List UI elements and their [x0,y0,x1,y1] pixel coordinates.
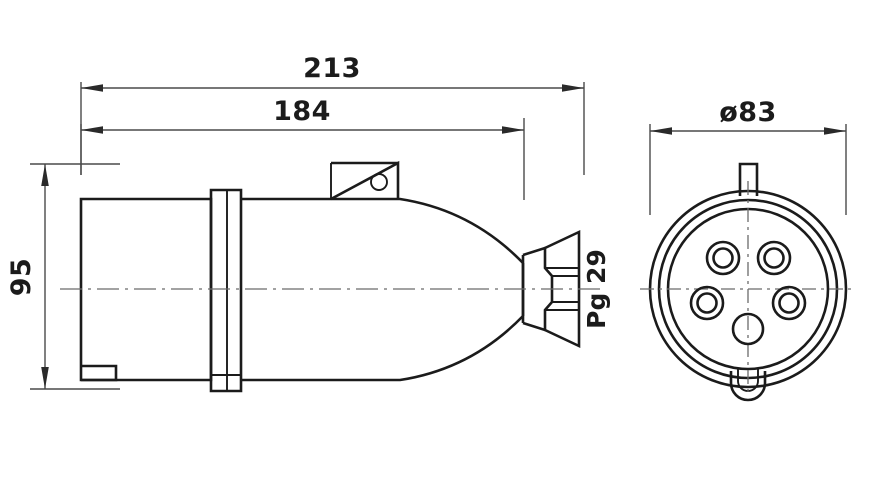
top-key-notch [738,162,759,196]
contact-inner-bore [763,247,785,269]
arrow-right-d83 [824,127,846,135]
arrow-bottom-95 [41,367,49,389]
contact-outer-ring [771,285,807,321]
mounting-foot [81,364,118,382]
contact-bottom-right [771,285,807,321]
contact-top-left [705,240,741,276]
side-view [60,160,600,393]
contact-outer-ring [705,240,741,276]
arrow-left-184 [81,126,103,134]
lug-bracket-hole [370,173,388,191]
front-face-view [640,162,856,402]
contact-bottom-left [689,285,725,321]
contact-inner-bore [712,247,734,269]
contact-inner-bore [778,292,800,314]
arrow-left-213 [81,84,103,92]
arrow-top-95 [41,164,49,186]
flange-collar [209,188,243,393]
dimension-pg29: Pg 29 [582,249,611,329]
bottom-notch [729,371,767,402]
dimension-label-pg29: Pg 29 [582,249,611,329]
dimension-213: 213 [80,53,585,175]
contact-inner-bore [696,292,718,314]
dimension-label-184: 184 [273,96,331,127]
contact-earth [731,312,765,346]
arrow-right-184 [502,126,524,134]
dimension-label-95: 95 [6,258,37,297]
dimension-label-d83: ø83 [719,97,777,128]
tapered-body-bottom [241,315,524,382]
dimension-label-213: 213 [303,53,361,84]
contact-earth-bore [731,312,765,346]
lug-bracket [330,160,400,201]
dimension-184: 184 [80,96,525,200]
arrow-left-d83 [650,127,672,135]
dimension-95: 95 [6,163,120,390]
contact-outer-ring [689,285,725,321]
contact-top-right [756,240,792,276]
contact-outer-ring [756,240,792,276]
tapered-body-top [241,197,524,264]
dimension-diameter-83: ø83 [649,97,847,215]
arrow-right-213 [562,84,584,92]
